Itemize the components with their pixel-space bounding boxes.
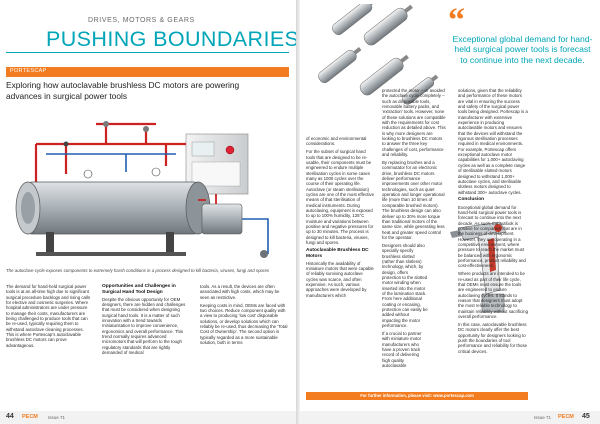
quote-mark-icon: “: [448, 2, 465, 39]
section-kicker: DRIVES, MOTORS & GEARS: [88, 17, 195, 24]
paragraph: Designers should also specially specify …: [382, 242, 428, 328]
paragraph: Despite the obvious opportunity for OEM …: [102, 296, 186, 356]
right-footer: Issue 71 PECM 45: [300, 411, 600, 424]
company-tag: PORTESCAP: [10, 68, 47, 74]
issue-label: Issue 71: [48, 415, 66, 420]
right-column-2: protected the motor – or avoided the aut…: [382, 88, 446, 371]
left-column-1: The demand for hand-held surgical power …: [6, 284, 92, 351]
issue-label: Issue 71: [534, 415, 552, 420]
paragraph: solutions, given that the reliability an…: [458, 88, 528, 195]
section-heading: Opportunities and Challenges in Surgical…: [102, 284, 176, 295]
brushless-motors-image: [306, 4, 446, 134]
magazine-logo: PECM: [558, 414, 574, 420]
article-headline: PUSHING BOUNDARIES: [46, 27, 300, 51]
magazine-logo: PECM: [22, 414, 38, 420]
left-column-3: tools. As a result, the devices are ofte…: [200, 284, 288, 348]
further-info-bar[interactable]: For further information, please visit: w…: [306, 392, 528, 400]
left-column-2: Opportunities and Challenges in Surgical…: [102, 284, 190, 358]
page-number: 44: [6, 413, 14, 420]
page-spine: [296, 0, 300, 424]
paragraph: For the subset of surgical hand tools th…: [306, 149, 375, 246]
left-footer: 44 PECM Issue 71: [0, 411, 296, 424]
figure-caption: The autoclave cycle exposes components t…: [6, 268, 270, 273]
paragraph: protected the motor – or avoided the aut…: [382, 88, 446, 158]
paragraph: Exceptional global demand for hand-held …: [458, 204, 526, 269]
company-tag-bar: PORTESCAP: [6, 67, 289, 77]
paragraph: tools. As a result, the devices are ofte…: [200, 284, 280, 300]
right-page: “ Exceptional global demand for hand-hel…: [300, 0, 600, 424]
autoclave-illustration: [6, 104, 289, 268]
left-page: DRIVES, MOTORS & GEARS PUSHING BOUNDARIE…: [0, 0, 300, 424]
paragraph: In this case, autoclavable brushless DC …: [458, 321, 528, 354]
further-info-link[interactable]: For further information, please visit: w…: [360, 393, 474, 399]
paragraph: If a crucial to partner with miniature m…: [382, 330, 422, 368]
paragraph: of economic and environmental considerat…: [306, 136, 367, 147]
paragraph: Keeping costs in mind, OEMs are faced wi…: [200, 302, 288, 346]
surgical-drill-image: [448, 210, 528, 330]
page-number: 45: [582, 413, 590, 420]
headline-rule: [6, 52, 289, 53]
paragraph: By replacing brushes and a commutator fo…: [382, 160, 445, 240]
right-column-1: of economic and environmental considerat…: [306, 136, 374, 301]
paragraph: Historically the availability of miniatu…: [306, 260, 374, 298]
section-heading: Autoclavable Brushless DC Motors: [306, 248, 369, 259]
paragraph: The demand for hand-held surgical power …: [6, 284, 91, 348]
section-heading: Conclusion: [458, 197, 485, 203]
standfirst: Exploring how autoclavable brushless DC …: [6, 80, 240, 101]
right-column-3: solutions, given that the reliability an…: [458, 88, 528, 357]
pull-quote: Exceptional global demand for hand-held …: [452, 34, 593, 65]
paragraph: Where products are intended to be re-use…: [458, 271, 529, 320]
